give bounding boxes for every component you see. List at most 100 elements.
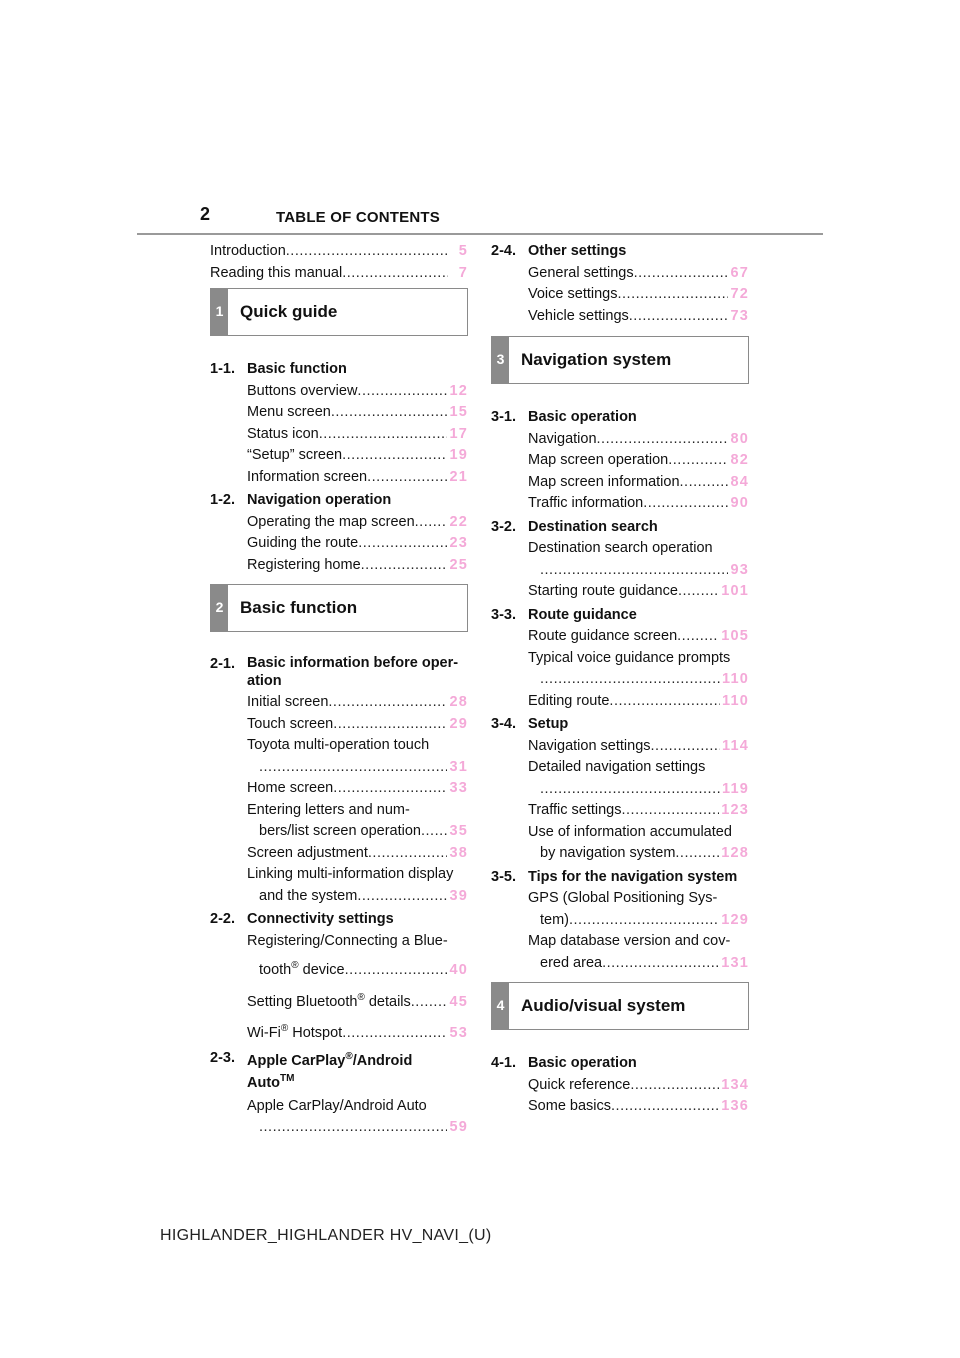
page-link[interactable]: 28	[449, 694, 468, 710]
section-heading: 1-1.Basic function	[210, 361, 347, 377]
page-link[interactable]: 73	[730, 307, 749, 324]
page-link[interactable]: 15	[449, 404, 468, 420]
toc-entry[interactable]: Wi-Fi® Hotspot53	[210, 1018, 468, 1045]
section-heading: 3-4.Setup	[491, 716, 569, 732]
toc-entry[interactable]: Map screen operation82	[491, 450, 749, 472]
toc-entry[interactable]: Traffic information90	[491, 493, 749, 515]
toc-entry[interactable]: Map screen information84	[491, 472, 749, 494]
page-link[interactable]: 12	[449, 382, 468, 399]
section-heading: 2-4.Other settings	[491, 243, 627, 259]
toc-entry[interactable]: Navigation settings114	[491, 736, 749, 758]
chapter-tab-2[interactable]: 2 Basic function	[210, 584, 468, 632]
header-divider	[137, 233, 823, 235]
page-number: 2	[200, 204, 211, 224]
page-link[interactable]: 21	[449, 468, 468, 485]
chapter-number: 1	[211, 289, 228, 335]
page-link[interactable]: 82	[730, 452, 749, 468]
toc-entry[interactable]: Linking multi-information display and th…	[210, 864, 468, 907]
chapter-tab-4[interactable]: 4 Audio/visual system	[491, 982, 749, 1030]
chapter-tab-1[interactable]: 1 Quick guide	[210, 288, 468, 336]
toc-entry[interactable]: Detailed navigation settings 119	[491, 757, 749, 800]
page-link[interactable]: 29	[449, 715, 468, 732]
page-link[interactable]: 7	[458, 264, 468, 281]
page-link[interactable]: 38	[449, 844, 468, 861]
toc-entry[interactable]: Some basics136	[491, 1096, 749, 1118]
page-link[interactable]: 22	[449, 513, 468, 530]
page-link[interactable]: 53	[449, 1025, 468, 1041]
page-link[interactable]: 110	[722, 692, 749, 709]
page-link[interactable]: 90	[730, 495, 749, 511]
page-link[interactable]: 23	[449, 535, 468, 551]
page-link[interactable]: 105	[721, 628, 749, 644]
page-link[interactable]: 80	[730, 430, 749, 447]
toc-entry[interactable]: Starting route guidance101	[491, 581, 749, 603]
page-link[interactable]: 119	[722, 780, 749, 797]
page-link[interactable]: 128	[721, 845, 749, 861]
toc-entry[interactable]: Traffic settings123	[491, 800, 749, 822]
page-link[interactable]: 123	[721, 802, 749, 818]
section-heading: 3-2.Destination search	[491, 518, 658, 535]
page-link[interactable]: 31	[449, 758, 468, 775]
toc-entry[interactable]: “Setup” screen19	[210, 445, 468, 467]
toc-entry[interactable]: Home screen33	[210, 778, 468, 800]
toc-right-column: 2-4.Other settings General settings67 Vo…	[491, 241, 749, 1118]
toc-entry[interactable]: GPS (Global Positioning Sys- tem)129	[491, 888, 749, 931]
page-link[interactable]: 134	[721, 1076, 749, 1093]
toc-entry[interactable]: Route guidance screen105	[491, 626, 749, 648]
page-link[interactable]: 40	[449, 962, 468, 978]
page-link[interactable]: 136	[721, 1098, 749, 1114]
page-link[interactable]: 19	[449, 447, 468, 463]
page-link[interactable]: 93	[730, 561, 749, 578]
toc-entry[interactable]: Guiding the route23	[210, 533, 468, 555]
toc-entry[interactable]: Status icon17	[210, 424, 468, 446]
toc-entry[interactable]: Typical voice guidance prompts 110	[491, 648, 749, 691]
document-footer: HIGHLANDER_HIGHLANDER HV_NAVI_(U)	[160, 1227, 492, 1244]
toc-entry[interactable]: Reading this manual7	[210, 263, 468, 285]
toc-entry[interactable]: Destination search operation 93	[491, 538, 749, 581]
chapter-tab-3[interactable]: 3 Navigation system	[491, 336, 749, 384]
page-link[interactable]: 25	[449, 556, 468, 573]
page-link[interactable]: 59	[449, 1119, 468, 1135]
toc-entry[interactable]: Vehicle settings73	[491, 306, 749, 328]
toc-entry[interactable]: Voice settings72	[491, 284, 749, 306]
toc-entry[interactable]: Initial screen28	[210, 692, 468, 714]
toc-entry[interactable]: Entering letters and num- bers/list scre…	[210, 800, 468, 843]
section-heading: 3-5.Tips for the navigation system	[491, 868, 738, 885]
page-link[interactable]: 39	[449, 887, 468, 904]
toc-entry[interactable]: Apple CarPlay/Android Auto 59	[210, 1096, 468, 1139]
toc-entry[interactable]: Use of information accumulated by naviga…	[491, 822, 749, 865]
page-link[interactable]: 33	[449, 780, 468, 796]
page-link[interactable]: 84	[730, 473, 749, 490]
toc-entry[interactable]: Map database version and cov- ered area1…	[491, 931, 749, 974]
toc-entry[interactable]: General settings67	[491, 263, 749, 285]
toc-entry[interactable]: Touch screen29	[210, 714, 468, 736]
page-link[interactable]: 129	[721, 911, 749, 928]
page-link[interactable]: 101	[721, 583, 749, 599]
toc-entry[interactable]: Menu screen15	[210, 402, 468, 424]
toc-entry[interactable]: Screen adjustment38	[210, 843, 468, 865]
page-link[interactable]: 67	[730, 264, 749, 281]
page-link[interactable]: 131	[721, 954, 749, 971]
page-link[interactable]: 110	[722, 671, 749, 687]
page-link[interactable]: 17	[449, 425, 468, 442]
toc-entry[interactable]: Buttons overview12	[210, 381, 468, 403]
toc-entry[interactable]: Registering/Connecting a Blue- tooth® de…	[210, 931, 468, 982]
page-link[interactable]: 114	[722, 737, 749, 754]
toc-entry[interactable]: Operating the map screen22	[210, 512, 468, 534]
toc-entry[interactable]: Navigation80	[491, 429, 749, 451]
page-link[interactable]: 72	[730, 286, 749, 302]
toc-entry[interactable]: Setting Bluetooth® details45	[210, 987, 468, 1014]
section-heading: 3-3.Route guidance	[491, 606, 637, 623]
chapter-number: 2	[211, 585, 228, 631]
toc-entry[interactable]: Information screen21	[210, 467, 468, 489]
toc-entry[interactable]: Editing route110	[491, 691, 749, 713]
toc-entry[interactable]: Quick reference134	[491, 1075, 749, 1097]
chapter-title: Navigation system	[521, 350, 672, 370]
toc-entry[interactable]: Toyota multi-operation touch 31	[210, 735, 468, 778]
page-link[interactable]: 5	[458, 243, 468, 259]
section-heading: 3-1.Basic operation	[491, 409, 637, 425]
page-link[interactable]: 35	[449, 823, 468, 839]
toc-entry[interactable]: Introduction5	[210, 241, 468, 263]
toc-entry[interactable]: Registering home25	[210, 555, 468, 577]
page-link[interactable]: 45	[449, 993, 468, 1010]
